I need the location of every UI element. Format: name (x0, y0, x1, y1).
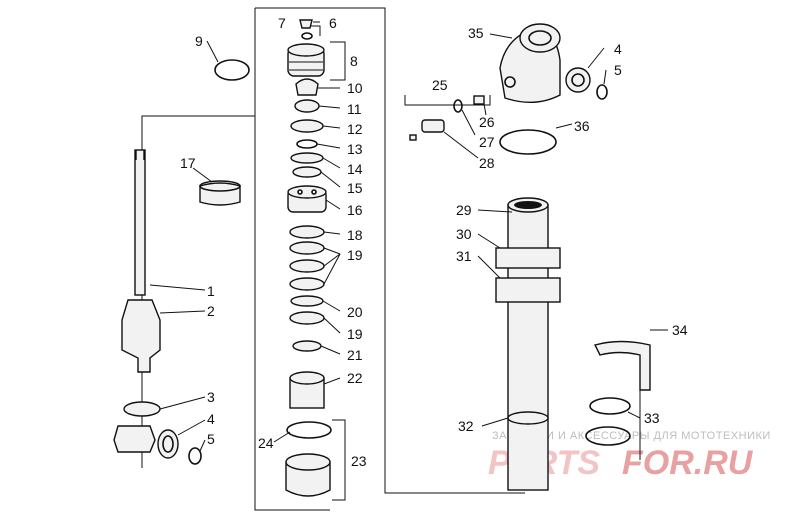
callout-22: 22 (347, 370, 363, 386)
callout-labels: 1 2 3 4 5 6 7 8 9 10 11 12 13 14 15 16 1… (180, 15, 688, 469)
callout-14: 14 (347, 161, 363, 177)
bracket-8 (330, 41, 346, 81)
part-o-ring-9 (214, 59, 250, 81)
bracket-6 (310, 25, 321, 36)
callout-13: 13 (347, 141, 363, 157)
callout-27: 27 (479, 134, 495, 150)
part-shim-19a (289, 241, 325, 255)
part-o-ring-36 (499, 129, 557, 155)
callout-25: 25 (432, 77, 448, 93)
callout-20: 20 (347, 304, 363, 320)
part-piston-body (121, 299, 161, 373)
part-14 (290, 152, 324, 164)
callout-6: 6 (329, 15, 337, 31)
callout-4-lower: 4 (207, 411, 215, 427)
part-clip-lower (188, 447, 202, 465)
callout-33: 33 (644, 410, 660, 426)
callout-9: 9 (195, 33, 203, 49)
part-eye-bushing-lower (113, 425, 179, 459)
part-o-ring-24 (286, 421, 332, 439)
part-o-ring-6 (301, 32, 313, 40)
callout-1: 1 (207, 283, 215, 299)
part-eye-bushing-upper-4 (565, 67, 591, 93)
part-shim-19c (289, 277, 325, 291)
part-shock-body-29 (507, 197, 549, 491)
part-shim-19b (289, 259, 325, 273)
part-eye-35 (499, 23, 561, 103)
part-clip-33b (585, 426, 631, 446)
part-15 (292, 166, 322, 178)
part-piston-16 (287, 185, 327, 213)
part-shim-18 (289, 225, 325, 239)
watermark-tagline: ЗАПЧАСТИ И АКСЕССУАРЫ ДЛЯ МОТОТЕХНИКИ (492, 430, 771, 442)
part-clip-upper-5 (596, 84, 608, 100)
callout-7: 7 (278, 15, 286, 31)
part-clip-33a (589, 397, 631, 415)
part-adjuster-nut-30 (495, 247, 561, 269)
part-10 (295, 78, 319, 96)
part-shaft (134, 149, 146, 296)
part-21 (292, 340, 322, 352)
part-body-bottom-32 (507, 411, 549, 425)
part-11 (294, 99, 320, 113)
callout-21: 21 (347, 347, 363, 363)
callout-19b: 19 (347, 326, 363, 342)
callout-29: 29 (456, 202, 472, 218)
part-reservoir-cap-8 (287, 43, 325, 77)
callout-11: 11 (347, 101, 362, 117)
part-o-ring-27 (453, 99, 463, 113)
part-seal-head-23 (285, 453, 331, 497)
callout-36: 36 (574, 118, 590, 134)
callout-2: 2 (207, 303, 215, 319)
leader-lines (149, 21, 668, 452)
watermark-brand-right: FOR.RU (622, 444, 754, 482)
callout-18: 18 (347, 227, 363, 243)
callout-12: 12 (347, 121, 363, 137)
callout-16: 16 (347, 202, 363, 218)
part-spring-retainer-34 (593, 340, 651, 391)
callout-28: 28 (479, 155, 495, 171)
callout-24: 24 (258, 435, 274, 451)
callout-34: 34 (672, 322, 688, 338)
callout-5-upper: 5 (614, 62, 622, 78)
part-washer-12 (290, 119, 324, 133)
part-valve-26 (473, 95, 485, 105)
part-shim-19d (289, 311, 325, 325)
bracket-25 (404, 95, 491, 106)
callout-23: 23 (351, 453, 367, 469)
bracket-23 (332, 419, 346, 501)
part-shim-20 (290, 295, 324, 307)
callout-4-upper: 4 (614, 41, 622, 57)
part-band-17 (199, 180, 241, 206)
part-13 (296, 139, 318, 149)
part-washer-3 (123, 401, 161, 417)
callout-32: 32 (458, 418, 474, 434)
part-valve-28 (409, 119, 445, 141)
shaft-group-bracket (141, 115, 255, 468)
callout-30: 30 (456, 226, 472, 242)
callout-26: 26 (479, 114, 495, 130)
center-column-bracket (254, 8, 330, 511)
callout-10: 10 (347, 80, 363, 96)
callout-35: 35 (468, 25, 484, 41)
body-group-bracket (255, 7, 525, 494)
group-lines (141, 7, 641, 511)
callout-19a: 19 (347, 247, 363, 263)
callout-3: 3 (207, 389, 215, 405)
callout-8: 8 (350, 53, 358, 69)
callout-31: 31 (456, 248, 472, 264)
part-cap-7 (299, 19, 313, 29)
part-lock-nut-31 (495, 277, 561, 303)
callout-15: 15 (347, 180, 363, 196)
part-bumper-22 (289, 371, 325, 409)
callout-5-lower: 5 (207, 431, 215, 447)
part-shims (289, 225, 325, 352)
callout-17: 17 (180, 155, 196, 171)
